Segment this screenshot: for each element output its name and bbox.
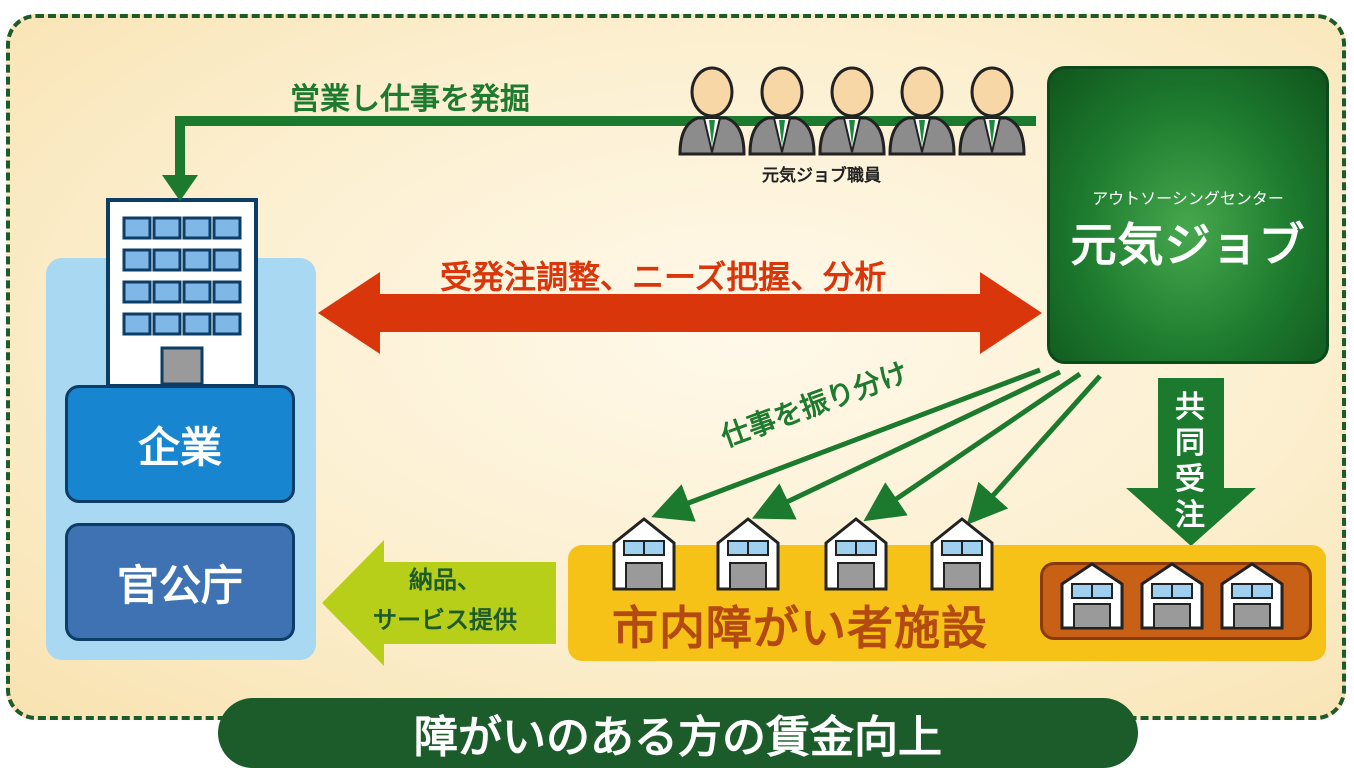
staff-label: 元気ジョブ職員 [762, 166, 881, 186]
node-kankocho: 官公庁 [65, 523, 295, 641]
deliver-line-1: 納品、 [409, 566, 481, 594]
coordination-label: 受発注調整、ニーズ把握、分析 [440, 258, 887, 296]
joint-order-char-2: 同 [1175, 426, 1205, 461]
kigyo-label: 企業 [137, 422, 222, 472]
deliver-arrow [322, 540, 556, 666]
facility-houses [612, 517, 994, 591]
joint-order-char-3: 受 [1175, 462, 1205, 497]
office-building-icon [106, 198, 258, 388]
deliver-label: 納品、 サービス提供 [345, 560, 545, 640]
center-subtitle: アウトソーシングセンター [1092, 189, 1284, 208]
staff-group [678, 66, 1026, 156]
sales-label: 営業し仕事を発掘 [290, 82, 530, 117]
joint-order-char-1: 共 [1175, 390, 1205, 425]
distribute-arrows [651, 367, 1102, 525]
bottom-banner: 障がいのある方の賃金向上 [218, 698, 1138, 768]
banner-text: 障がいのある方の賃金向上 [414, 712, 942, 763]
deliver-line-2: サービス提供 [373, 606, 517, 634]
joint-facility-houses [1060, 562, 1284, 630]
node-kigyo: 企業 [65, 385, 295, 503]
joint-order-arrow [1126, 378, 1256, 546]
center-title: 元気ジョブ [1070, 218, 1306, 272]
joint-order-char-4: 注 [1175, 498, 1205, 533]
facility-title: 市内障がい者施設 [612, 601, 988, 655]
coordination-arrow [318, 272, 1042, 354]
sales-arrow [162, 116, 1036, 201]
joint-order-label: 共 同 受 注 [1170, 390, 1210, 534]
kankocho-label: 官公庁 [116, 560, 243, 610]
node-genki-job: アウトソーシングセンター 元気ジョブ [1047, 66, 1329, 364]
